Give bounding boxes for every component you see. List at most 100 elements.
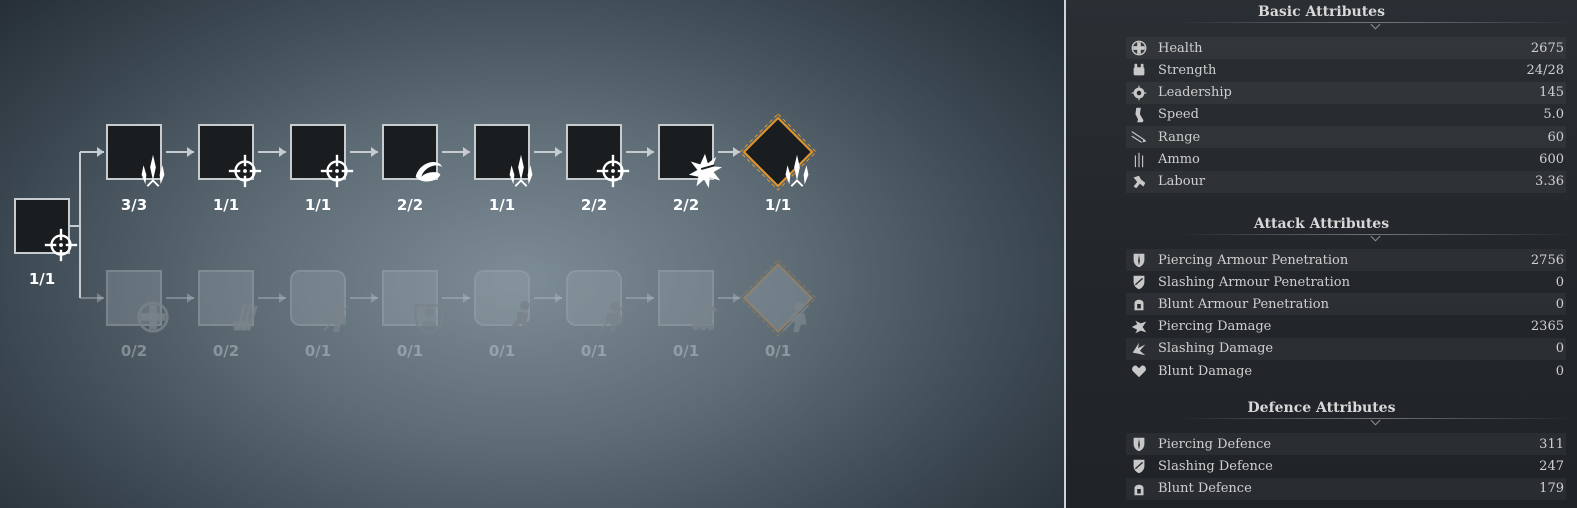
attribute-row-range: Range 60 xyxy=(1126,126,1566,149)
attribute-label: Slashing Damage xyxy=(1158,341,1274,357)
skill-count: 1/1 xyxy=(304,196,332,214)
slashing-defence-icon xyxy=(1128,455,1150,477)
skill-node-top-1[interactable] xyxy=(106,124,165,187)
connector-arrow xyxy=(279,147,286,157)
attribute-value: 3.36 xyxy=(1535,174,1564,190)
skill-count: 2/2 xyxy=(396,196,424,214)
defence-attributes-rule xyxy=(1176,415,1576,426)
labour-icon xyxy=(1128,171,1150,193)
connector-arrow xyxy=(555,147,562,157)
attribute-value: 0 xyxy=(1555,363,1564,379)
connector-arrow xyxy=(187,293,194,303)
skill-count: 1/1 xyxy=(764,196,792,214)
attribute-value: 0 xyxy=(1555,296,1564,312)
skill-node-bottom-4[interactable] xyxy=(382,270,444,335)
skill-node-bottom-1[interactable] xyxy=(106,270,169,333)
attribute-label: Labour xyxy=(1158,174,1206,190)
attribute-value: 311 xyxy=(1539,436,1564,452)
health-icon xyxy=(1128,37,1150,59)
ammo-icon xyxy=(1128,149,1150,171)
attribute-row-leadership: Leadership 145 xyxy=(1126,81,1566,104)
connector-arrow xyxy=(733,293,740,303)
skill-node-top-7[interactable] xyxy=(658,124,723,189)
attribute-label: Slashing Defence xyxy=(1158,458,1273,474)
skill-node-top-4[interactable] xyxy=(382,124,443,182)
connector-arrow xyxy=(647,147,654,157)
skill-node-bottom-5[interactable] xyxy=(474,270,533,331)
attribute-label: Piercing Armour Penetration xyxy=(1158,252,1349,268)
attribute-value: 0 xyxy=(1555,341,1564,357)
skill-count: 0/1 xyxy=(304,342,332,360)
skill-node-top-6[interactable] xyxy=(566,124,630,188)
attribute-row-labour: Labour 3.36 xyxy=(1126,170,1566,193)
connector-arrow xyxy=(279,293,286,303)
skill-count: 0/1 xyxy=(396,342,424,360)
attribute-row-slashing-damage: Slashing Damage 0 xyxy=(1126,337,1566,360)
skill-node-top-2[interactable] xyxy=(198,124,262,188)
connector-arrow xyxy=(463,147,470,157)
skill-node-bottom-6[interactable] xyxy=(566,270,626,333)
attribute-row-slashing-armour-penetration: Slashing Armour Penetration 0 xyxy=(1126,271,1566,293)
leadership-icon xyxy=(1128,82,1150,104)
skill-node-bottom-3[interactable] xyxy=(290,270,350,333)
attribute-label: Leadership xyxy=(1158,85,1232,101)
attribute-row-blunt-armour-penetration: Blunt Armour Penetration 0 xyxy=(1126,293,1566,316)
attribute-row-blunt-damage: Blunt Damage 0 xyxy=(1126,360,1566,382)
skill-node-bottom-8[interactable] xyxy=(739,259,817,337)
slashing-damage-icon xyxy=(1128,338,1150,360)
piercing-defence-icon xyxy=(1128,433,1150,455)
skill-count: 0/2 xyxy=(212,342,240,360)
attribute-value: 247 xyxy=(1539,458,1564,474)
speed-icon xyxy=(1128,104,1150,126)
attribute-value: 60 xyxy=(1547,129,1564,145)
connector-arrow xyxy=(555,293,562,303)
connector-arrow xyxy=(187,147,194,157)
skill-node-top-5[interactable] xyxy=(474,124,533,187)
attribute-value: 179 xyxy=(1539,481,1564,497)
attribute-value: 5.0 xyxy=(1543,107,1564,123)
connector-arrow xyxy=(371,293,378,303)
attribute-label: Blunt Armour Penetration xyxy=(1158,296,1329,312)
slashing-penetration-icon xyxy=(1128,271,1150,293)
attribute-label: Piercing Damage xyxy=(1158,319,1272,335)
range-icon xyxy=(1128,126,1150,148)
blunt-defence-icon xyxy=(1128,478,1150,500)
attribute-value: 2675 xyxy=(1530,40,1564,56)
attribute-label: Slashing Armour Penetration xyxy=(1158,274,1351,290)
skill-count: 0/1 xyxy=(488,342,516,360)
attribute-label: Ammo xyxy=(1158,152,1200,167)
piercing-penetration-icon xyxy=(1128,249,1150,271)
attribute-value: 2756 xyxy=(1530,252,1564,268)
skill-count: 2/2 xyxy=(580,196,608,214)
attribute-row-slashing-defence: Slashing Defence 247 xyxy=(1126,455,1566,477)
attribute-value: 0 xyxy=(1555,274,1564,290)
attribute-label: Range xyxy=(1158,129,1201,145)
attribute-label: Blunt Damage xyxy=(1158,363,1253,379)
skill-count: 0/1 xyxy=(672,342,700,360)
attribute-row-health: Health 2675 xyxy=(1126,37,1566,59)
attribute-value: 145 xyxy=(1539,85,1564,101)
skill-node-top-3[interactable] xyxy=(290,124,354,188)
attribute-label: Strength xyxy=(1158,62,1217,78)
attribute-row-ammo: Ammo 600 xyxy=(1126,149,1566,171)
skill-count: 1/1 xyxy=(488,196,516,214)
skill-node-bottom-2[interactable] xyxy=(198,270,258,331)
attribute-label: Health xyxy=(1158,40,1203,56)
attribute-value: 24/28 xyxy=(1526,62,1564,78)
blunt-damage-icon xyxy=(1128,360,1150,382)
skill-node-bottom-7[interactable] xyxy=(658,270,719,331)
connector-arrow xyxy=(463,293,470,303)
connector-arrow xyxy=(97,147,104,157)
skill-node-top-8[interactable] xyxy=(739,113,817,191)
attribute-value: 600 xyxy=(1539,152,1564,167)
connector-arrow xyxy=(97,293,104,303)
connector-arrow xyxy=(733,147,740,157)
attribute-row-piercing-armour-penetration: Piercing Armour Penetration 2756 xyxy=(1126,249,1566,271)
connector-arrow xyxy=(647,293,654,303)
skill-node-root[interactable] xyxy=(14,198,78,262)
skill-count: 0/1 xyxy=(580,342,608,360)
